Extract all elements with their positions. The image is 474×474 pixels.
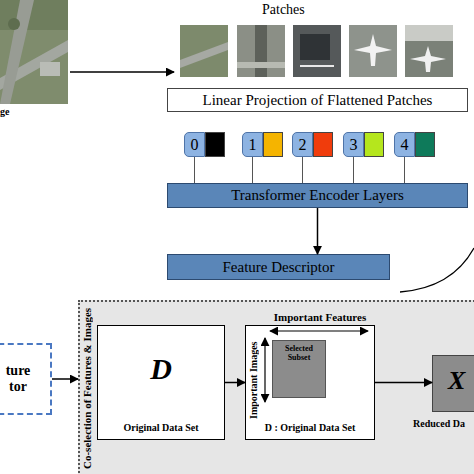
token-embedding (313, 132, 333, 157)
dataset-box: D Original Data Set (97, 325, 225, 440)
node-text: D (98, 352, 224, 386)
node-text: Reduced Da (413, 418, 465, 429)
token-box: 3 (343, 132, 364, 157)
cropped-label: ge (0, 106, 9, 117)
flow-arrow (317, 208, 319, 254)
node-text: 4 (401, 136, 409, 154)
token-embedding (415, 132, 435, 157)
node-text: Feature Descriptor (222, 259, 334, 276)
flow-arrow (225, 382, 245, 384)
node-text: Important Features (264, 311, 376, 323)
descriptor-dashed-box: ture tor (0, 343, 52, 415)
token-box: 4 (394, 132, 415, 157)
token-box: 1 (242, 132, 263, 157)
section-label: Patches (262, 2, 305, 18)
feedback-curve (400, 248, 474, 292)
node-text: 0 (191, 136, 199, 154)
image-range-arrow (264, 338, 265, 402)
token-link (194, 157, 195, 183)
node-text: Transformer Encoder Layers (231, 187, 404, 204)
flow-arrow (52, 378, 78, 380)
node-text: 3 (350, 136, 358, 154)
token-link (252, 157, 253, 183)
reduced-data-box: XReduced Da (432, 355, 474, 412)
projection-box: Linear Projection of Flattened Patches (167, 88, 468, 112)
selection-box: Selected SubsetImportant FeaturesImporta… (245, 325, 375, 440)
descriptor-box: Feature Descriptor (167, 254, 390, 280)
node-text: ture tor (0, 363, 36, 395)
node-text: Original Data Set (98, 422, 224, 433)
coselection-region: DOriginal Data SetSelected SubsetImporta… (78, 300, 474, 474)
token-embedding (205, 132, 225, 157)
token-box: 0 (184, 132, 205, 157)
flow-arrow (375, 382, 432, 384)
node-text: X (448, 366, 465, 396)
patch-images (180, 25, 453, 77)
token-link (404, 157, 405, 183)
token-embedding (364, 132, 384, 157)
subset-block: Selected Subset (272, 340, 326, 398)
node-text: Important Images (248, 332, 259, 428)
token-link (353, 157, 354, 183)
token-embedding (263, 132, 283, 157)
encoder-box: Transformer Encoder Layers (167, 183, 468, 208)
feature-range-arrow (270, 330, 368, 331)
satellite-image (0, 0, 68, 104)
node-text: 2 (299, 136, 307, 154)
node-text: Co-selection of Features & Images (81, 302, 93, 474)
token-box: 2 (292, 132, 313, 157)
node-text: 1 (249, 136, 257, 154)
input-arrow (70, 71, 174, 73)
node-text: Linear Projection of Flattened Patches (203, 92, 433, 109)
token-link (302, 157, 303, 183)
node-text: Selected Subset (273, 344, 325, 362)
node-text: D : Original Data Set (246, 422, 374, 433)
